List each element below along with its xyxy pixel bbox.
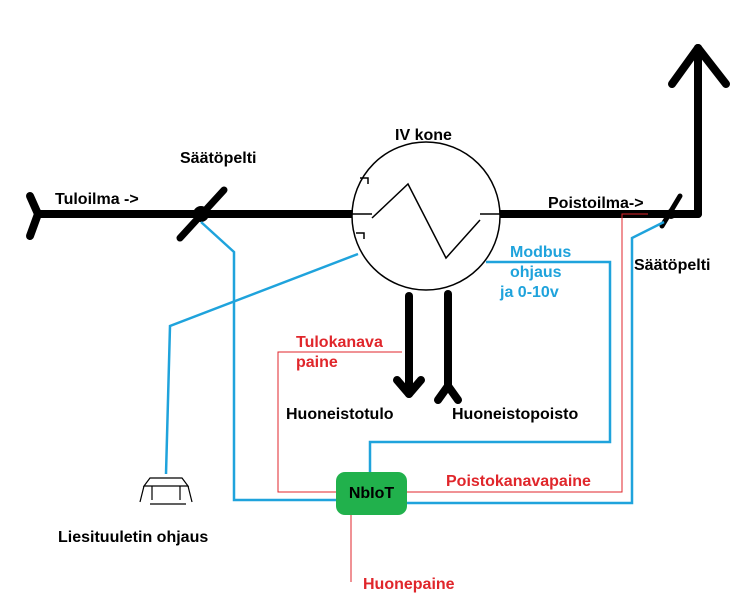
- line-poistokanava: [406, 213, 648, 493]
- saatopelti-right-label: Säätöpelti: [634, 257, 711, 274]
- wire-right-damper: [406, 220, 665, 505]
- tulokanava-label-2: paine: [296, 354, 338, 371]
- wire-hood: [164, 252, 359, 475]
- control-wires: [164, 220, 665, 505]
- cooker-hood-icon: [139, 477, 193, 505]
- line-tulokanava: [277, 351, 402, 493]
- huoneistotulo-label: Huoneistotulo: [286, 406, 394, 423]
- modbus-label-3: ja 0-10v: [500, 284, 559, 301]
- modbus-label-1: Modbus: [510, 244, 572, 261]
- pressure-lines: [277, 213, 648, 582]
- exhaust-arrow-right: [694, 44, 730, 88]
- supply-inlet-tail-down: [26, 210, 42, 240]
- liesituuletin-label: Liesituuletin ohjaus: [58, 529, 209, 546]
- saatopelti-left-label: Säätöpelti: [180, 150, 257, 167]
- apartment-supply-arrow-r: [405, 376, 425, 398]
- nbiot-box: NbIoT: [336, 472, 407, 515]
- iv-machine-icon: [351, 141, 501, 291]
- poistokanavapaine-label: Poistokanavapaine: [446, 473, 591, 490]
- tuloilma-label: Tuloilma ->: [55, 191, 139, 208]
- nbiot-label: NbIoT: [348, 484, 395, 502]
- wire-modbus: [368, 260, 612, 474]
- huoneistopoisto-label: Huoneistopoisto: [452, 406, 579, 423]
- exhaust-arrow-left: [668, 44, 702, 88]
- air-ducts: [26, 44, 730, 404]
- huonepaine-label: Huonepaine: [363, 576, 455, 593]
- tulokanava-label-1: Tulokanava: [296, 334, 383, 351]
- poistoilma-label: Poistoilma->: [548, 195, 644, 212]
- apartment-exhaust-tail-r: [444, 382, 462, 404]
- right-damper-icon: [659, 193, 683, 229]
- modbus-label-2: ohjaus: [510, 264, 562, 281]
- wire-left-damper: [200, 221, 338, 502]
- left-damper-icon: [176, 186, 228, 242]
- iv-kone-label: IV kone: [395, 127, 452, 144]
